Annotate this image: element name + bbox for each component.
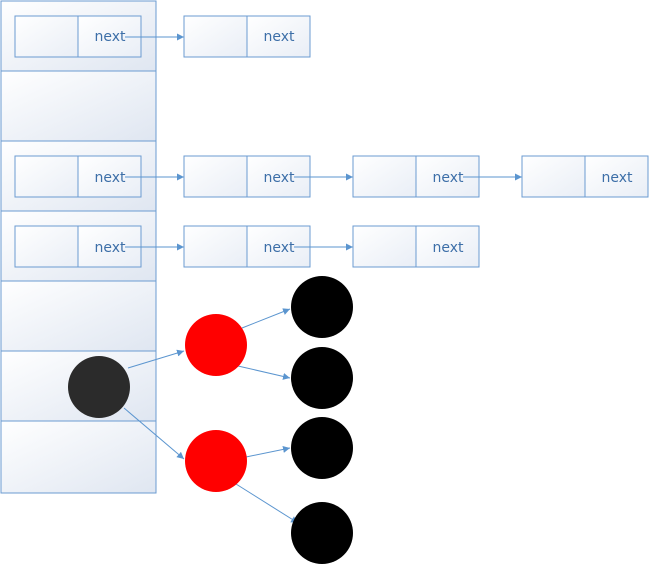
list-node: next: [14, 225, 142, 268]
bucket-slot-4: [0, 280, 157, 352]
bucket-slot-6: [0, 420, 157, 494]
next-label: next: [94, 240, 126, 256]
next-label: next: [601, 170, 633, 186]
next-label: next: [263, 29, 295, 45]
tree-edge: [245, 445, 291, 458]
next-label: next: [432, 240, 464, 256]
node-value-cell: [14, 225, 79, 268]
next-label: next: [432, 170, 464, 186]
list-node: next: [183, 155, 311, 198]
chain-slot-0: next next: [14, 15, 311, 58]
tree-edge: [237, 365, 291, 380]
chain-slot-2: next next next next: [14, 155, 649, 198]
next-label: next: [94, 29, 126, 45]
node-next-cell: [584, 155, 649, 198]
list-node: next: [14, 155, 142, 198]
next-label: next: [263, 240, 295, 256]
node-value-cell: [183, 15, 248, 58]
node-value-cell: [183, 225, 248, 268]
node-value-cell: [183, 155, 248, 198]
node-value-cell: [14, 15, 79, 58]
chain-slot-3: next next next: [14, 225, 480, 268]
tree-edge: [235, 483, 299, 524]
tree-root-node: [68, 356, 130, 418]
list-node: next: [14, 15, 142, 58]
node-value-cell: [352, 225, 417, 268]
node-value-cell: [14, 155, 79, 198]
node-value-cell: [352, 155, 417, 198]
bucket-slot-1: [0, 70, 157, 142]
node-value-cell: [521, 155, 586, 198]
node-next-cell: [415, 225, 480, 268]
next-label: next: [263, 170, 295, 186]
tree-black-node: [291, 276, 353, 338]
tree-edge: [241, 308, 291, 329]
tree-black-node: [291, 502, 353, 564]
list-node: next: [183, 225, 311, 268]
list-node: next: [352, 225, 480, 268]
tree-edge: [123, 407, 185, 460]
tree-black-node: [291, 417, 353, 479]
list-node: next: [352, 155, 480, 198]
list-node: next: [183, 15, 311, 58]
red-black-tree: [68, 276, 353, 564]
tree-black-node: [291, 347, 353, 409]
next-label: next: [94, 170, 126, 186]
tree-red-node: [185, 314, 247, 376]
tree-red-node: [185, 430, 247, 492]
list-node: next: [521, 155, 649, 198]
tree-edge: [127, 349, 185, 369]
node-next-cell: [246, 15, 311, 58]
